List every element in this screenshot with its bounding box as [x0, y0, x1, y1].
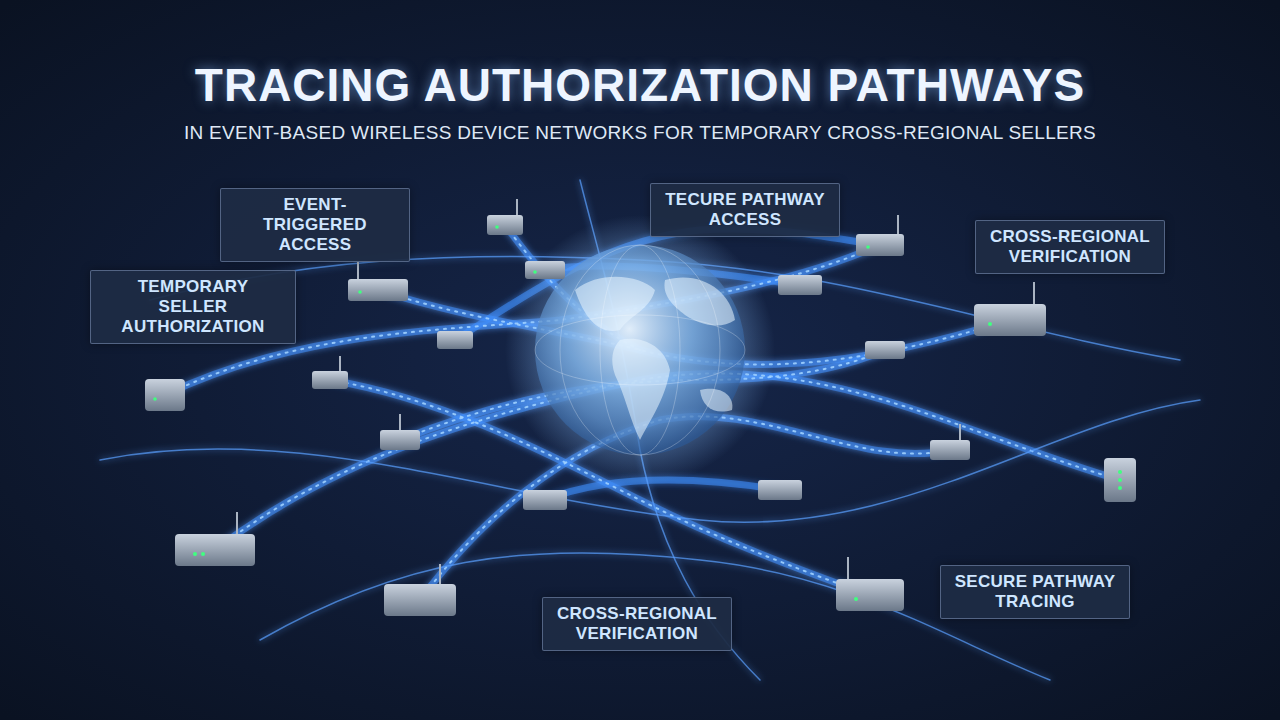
label-text: CROSS-REGIONAL VERIFICATION [988, 227, 1152, 267]
label-box: CROSS-REGIONAL VERIFICATION [542, 597, 732, 651]
label-text: CROSS-REGIONAL VERIFICATION [555, 604, 719, 644]
label-box: SECURE PATHWAY TRACING [940, 565, 1130, 619]
label-text: TEMPORARY SELLER AUTHORIZATION [103, 277, 283, 337]
label-text: TECURE PATHWAY ACCESS [663, 190, 827, 230]
globe [505, 215, 775, 485]
label-text: SECURE PATHWAY TRACING [953, 572, 1117, 612]
diagram-title: TRACING AUTHORIZATION PATHWAYS [20, 58, 1260, 112]
label-text: EVENT-TRIGGERED ACCESS [233, 195, 397, 255]
label-box: TEMPORARY SELLER AUTHORIZATION [90, 270, 296, 344]
label-box: EVENT-TRIGGERED ACCESS [220, 188, 410, 262]
label-box: TECURE PATHWAY ACCESS [650, 183, 840, 237]
network-paths [100, 180, 1200, 680]
subtitle-text: IN EVENT-BASED WIRELESS DEVICE NETWORKS … [20, 122, 1260, 144]
label-box: CROSS-REGIONAL VERIFICATION [975, 220, 1165, 274]
